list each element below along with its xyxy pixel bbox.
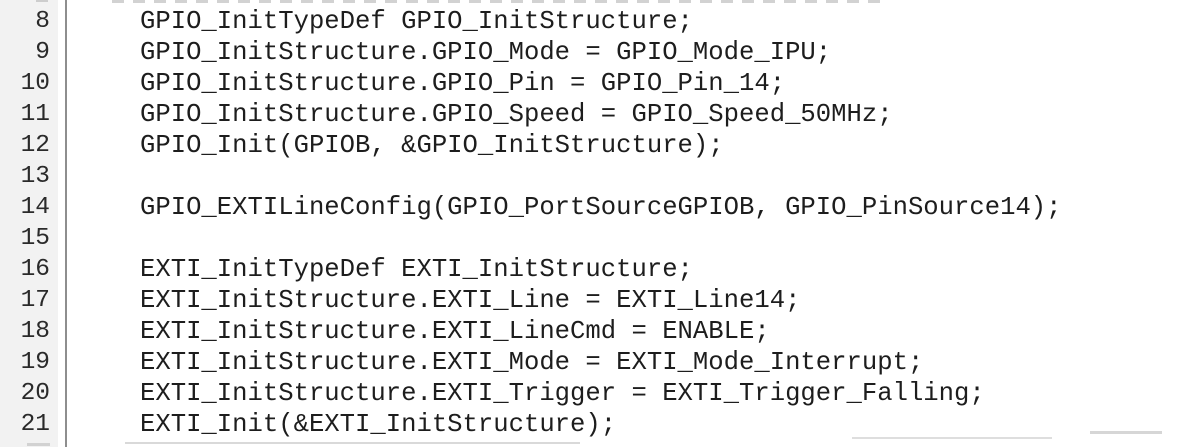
code-text[interactable]: EXTI_InitStructure.EXTI_Line = EXTI_Line… <box>140 286 801 315</box>
code-text[interactable]: EXTI_Init(&EXTI_InitStructure); <box>140 410 617 439</box>
code-line[interactable]: 11 GPIO_InitStructure.GPIO_Speed = GPIO_… <box>0 99 1182 130</box>
code-line[interactable]: 17 EXTI_InitStructure.EXTI_Line = EXTI_L… <box>0 285 1182 316</box>
code-line[interactable]: 9 GPIO_InitStructure.GPIO_Mode = GPIO_Mo… <box>0 37 1182 68</box>
line-number: 19 <box>20 349 50 376</box>
code-text[interactable]: GPIO_InitStructure.GPIO_Mode = GPIO_Mode… <box>140 38 832 67</box>
code-text[interactable]: GPIO_EXTILineConfig(GPIO_PortSourceGPIOB… <box>140 193 1062 222</box>
clipped-line22-code-remnant <box>125 442 580 444</box>
gutter-separator <box>65 0 67 447</box>
line-number: 9 <box>35 39 50 66</box>
code-line[interactable]: 18 EXTI_InitStructure.EXTI_LineCmd = ENA… <box>0 316 1182 347</box>
code-text[interactable]: GPIO_Init(GPIOB, &GPIO_InitStructure); <box>140 131 724 160</box>
line-number: 12 <box>20 132 50 159</box>
code-text[interactable]: EXTI_InitStructure.EXTI_Trigger = EXTI_T… <box>140 379 985 408</box>
code-text[interactable]: GPIO_InitStructure.GPIO_Pin = GPIO_Pin_1… <box>140 69 786 98</box>
code-line[interactable]: 19 EXTI_InitStructure.EXTI_Mode = EXTI_M… <box>0 347 1182 378</box>
code-area[interactable]: 8 GPIO_InitTypeDef GPIO_InitStructure; 9… <box>0 6 1182 440</box>
code-text[interactable]: GPIO_InitTypeDef GPIO_InitStructure; <box>140 7 693 36</box>
line-number: 8 <box>35 8 50 35</box>
code-line[interactable]: 13 <box>0 161 1182 192</box>
line-number: 18 <box>20 318 50 345</box>
line-number: 15 <box>20 225 50 252</box>
code-line[interactable]: 12 GPIO_Init(GPIOB, &GPIO_InitStructure)… <box>0 130 1182 161</box>
line-number: 14 <box>20 194 50 221</box>
code-text[interactable]: EXTI_InitTypeDef EXTI_InitStructure; <box>140 255 693 284</box>
line-number: 21 <box>20 411 50 438</box>
line-number-gutter <box>0 0 58 447</box>
code-text[interactable]: EXTI_InitStructure.EXTI_Mode = EXTI_Mode… <box>140 348 924 377</box>
line-number: 13 <box>20 163 50 190</box>
code-line[interactable]: 8 GPIO_InitTypeDef GPIO_InitStructure; <box>0 6 1182 37</box>
code-text[interactable]: EXTI_InitStructure.EXTI_LineCmd = ENABLE… <box>140 317 770 346</box>
line-number: 17 <box>20 287 50 314</box>
code-line[interactable]: 10 GPIO_InitStructure.GPIO_Pin = GPIO_Pi… <box>0 68 1182 99</box>
line-number: 20 <box>20 380 50 407</box>
code-line[interactable]: 14 GPIO_EXTILineConfig(GPIO_PortSourceGP… <box>0 192 1182 223</box>
line-number: 11 <box>20 101 50 128</box>
clipped-line7-code-remnant <box>112 0 882 3</box>
code-line[interactable]: 20 EXTI_InitStructure.EXTI_Trigger = EXT… <box>0 378 1182 409</box>
line-number: 10 <box>20 70 50 97</box>
line-number: 16 <box>20 256 50 283</box>
code-line[interactable]: 15 <box>0 223 1182 254</box>
code-text[interactable]: GPIO_InitStructure.GPIO_Speed = GPIO_Spe… <box>140 100 893 129</box>
code-line[interactable]: 16 EXTI_InitTypeDef EXTI_InitStructure; <box>0 254 1182 285</box>
code-line[interactable]: 21 EXTI_Init(&EXTI_InitStructure); <box>0 409 1182 440</box>
